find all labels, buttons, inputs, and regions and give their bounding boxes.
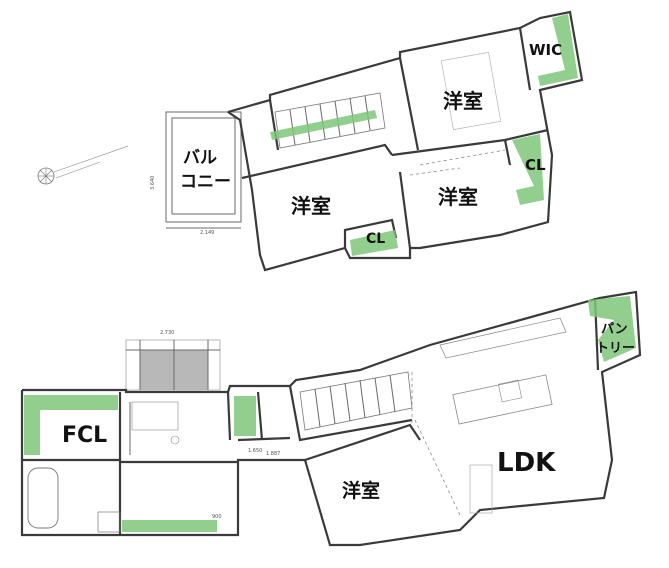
upper-floor-outer-wall [227,10,584,272]
room-label-ldk: LDK [497,448,556,478]
hall-width-dim: 1.650 [248,448,262,454]
room-label-lower-youshitsu: 洋室 [342,479,380,502]
room-label-balcony-2: コニー [180,172,231,192]
compass-icon [37,145,129,185]
room-label-upper-cl-right: CL [525,156,546,174]
washroom-width-dim: 900 [212,514,222,520]
balcony-outline [165,111,242,223]
room-label-upper-youshitsu-3: 洋室 [291,194,331,218]
balcony-height-dim: 3.640 [150,176,156,190]
balcony-width-dim: 2.149 [200,230,214,236]
hall-storage-lower [234,396,256,436]
fcl-closet [24,395,118,455]
room-label-balcony-1: バル [183,148,217,168]
room-label-fcl: FCL [62,423,107,448]
porch-width-dim: 2.730 [160,330,174,336]
cl-right-closet [512,134,544,205]
washroom-storage [122,520,217,532]
cl-center-closet [350,230,398,256]
porch-tiles [125,339,221,391]
lower-floor-outer-wall [20,290,642,547]
room-label-pantry-2: トリー [596,341,635,356]
room-label-pantry-1: パン [601,322,628,337]
pantry-closet [588,296,636,362]
room-label-upper-youshitsu-2: 洋室 [438,185,478,209]
room-label-wic: WIC [529,41,562,59]
bathtub [27,467,59,529]
hall-width-dim-2: 1.887 [266,451,280,457]
hall-storage-strip [270,110,377,140]
upper-floor: WIC 洋室 CL 洋室 洋室 CL バル コニー 2.149 3.640 [37,10,584,272]
lower-floor: 2.730 [20,290,642,547]
lower-stairs [299,371,413,431]
room-label-upper-youshitsu-1: 洋室 [443,89,483,113]
wic-closet [538,14,578,86]
room-label-upper-cl-center: CL [366,231,385,247]
